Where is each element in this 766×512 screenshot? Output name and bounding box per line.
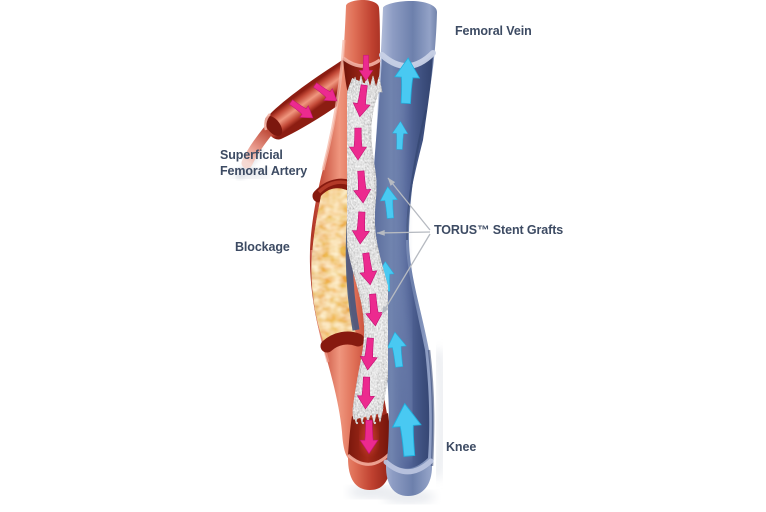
artery-branch-tail	[241, 125, 274, 169]
stent-crown-top	[351, 75, 383, 93]
leader-line-bottom	[381, 233, 431, 315]
label-torus-stent-grafts: TORUS™ Stent Grafts	[434, 223, 564, 237]
femoral-vein-vessel	[371, 1, 437, 496]
leader-line-middle	[376, 229, 431, 236]
label-knee: Knee	[446, 440, 477, 454]
label-blockage: Blockage	[235, 240, 290, 254]
leader-lines	[376, 177, 431, 315]
leader-line-top	[387, 177, 431, 231]
label-superficial-femoral-artery: Superficial Femoral Artery	[220, 148, 308, 178]
vein-bottom-rim	[383, 458, 434, 475]
stent-crown-bottom	[352, 407, 384, 424]
artery-branch-cut-opening	[264, 116, 283, 136]
label-femoral-vein: Femoral Vein	[455, 24, 532, 38]
artery-branch	[266, 54, 362, 140]
